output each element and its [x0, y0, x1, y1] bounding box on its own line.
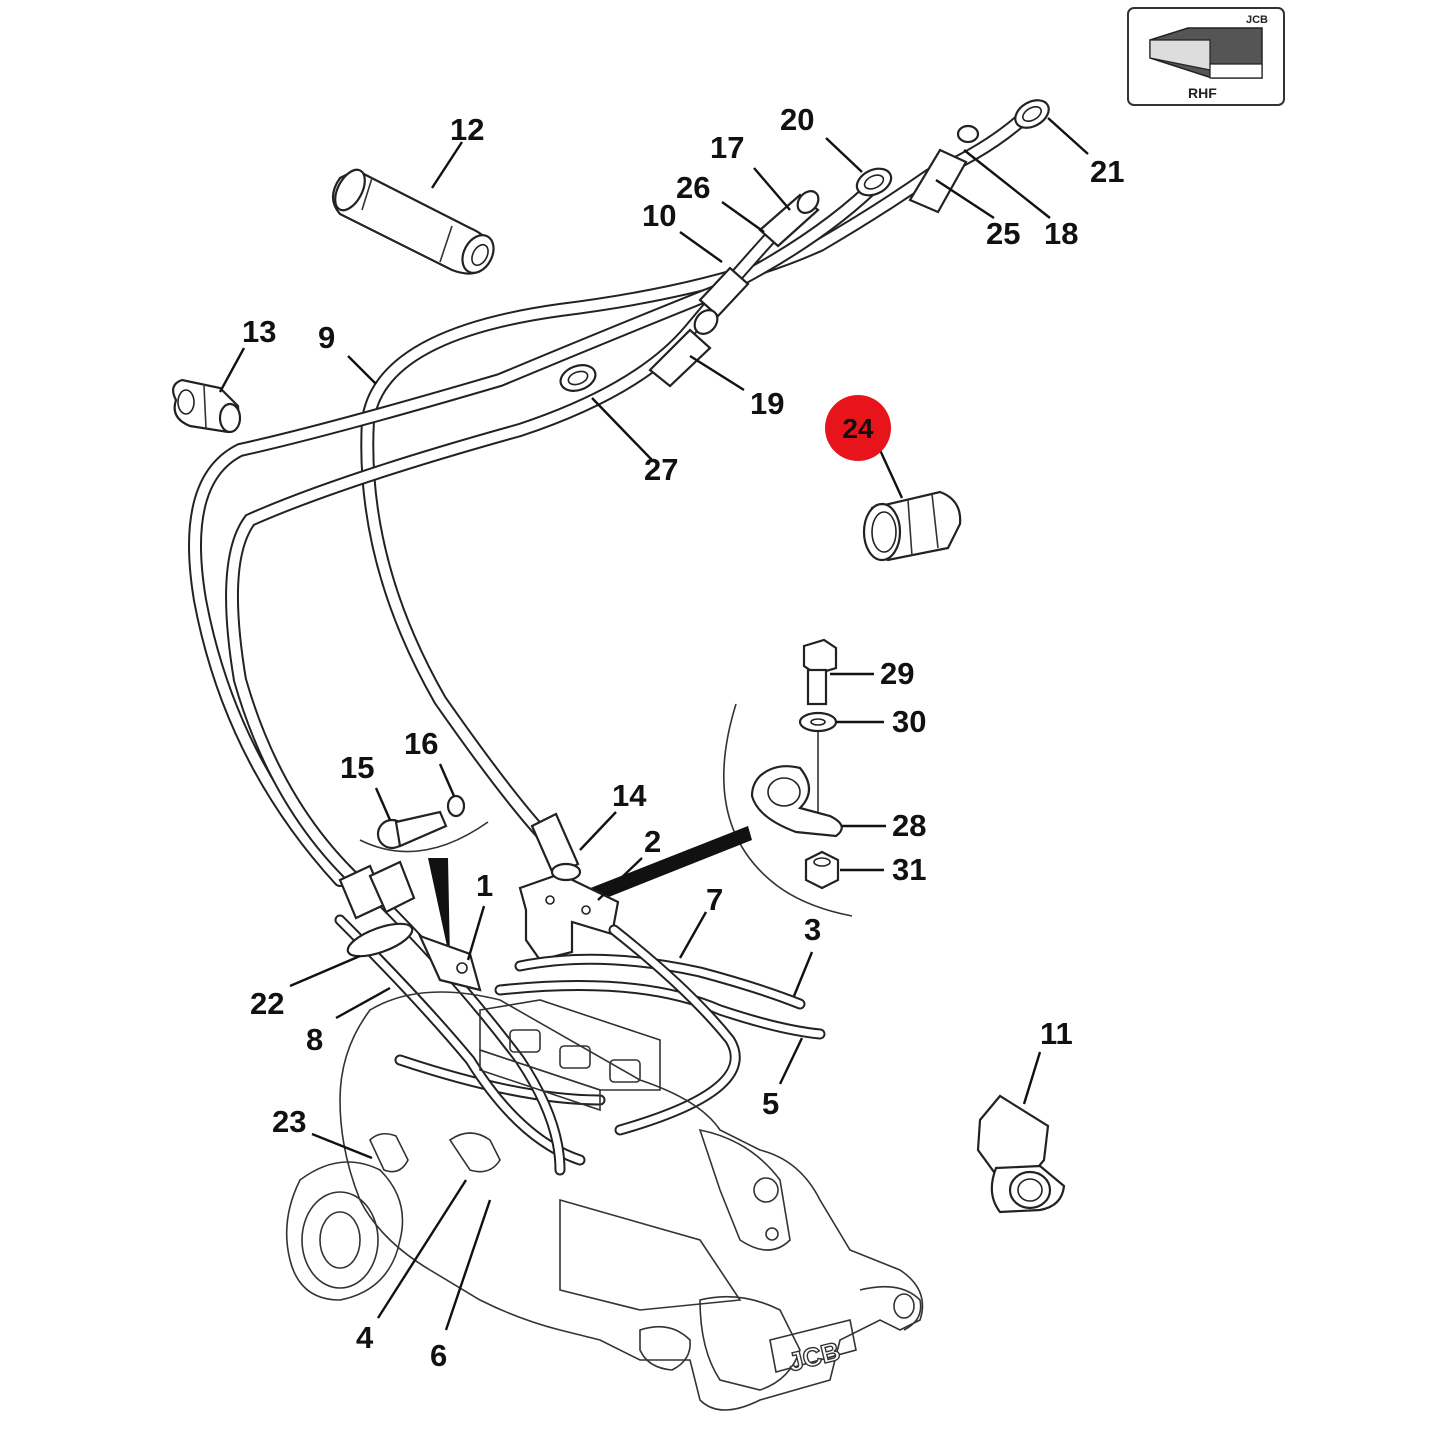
- callout-22: 22: [250, 986, 284, 1021]
- badge-label: RHF: [1188, 85, 1217, 101]
- callout-11: 11: [1040, 1016, 1073, 1051]
- callout-13: 13: [242, 314, 276, 349]
- callout-1: 1: [476, 868, 493, 903]
- hose-ends-left: [338, 860, 482, 992]
- detail-pointer-small: [428, 858, 450, 960]
- callout-17: 17: [710, 130, 744, 165]
- machine-arrow-icon: [1149, 27, 1263, 79]
- callout-16: 16: [404, 726, 438, 761]
- callout-15: 15: [340, 750, 374, 785]
- brand-logo: JCB: [785, 1336, 843, 1378]
- part-30-washer: [798, 711, 838, 733]
- callout-20: 20: [780, 102, 814, 137]
- callout-9: 9: [318, 320, 335, 355]
- part-13-adapter: [171, 378, 242, 434]
- part-2-bracket: [518, 872, 620, 962]
- part-11-sensor: [976, 1094, 1066, 1214]
- callout-8: 8: [306, 1022, 323, 1057]
- callout-5: 5: [762, 1086, 779, 1121]
- orientation-badge: JCB RHF: [1127, 7, 1285, 106]
- callout-26: 26: [676, 170, 710, 205]
- highlight-marker: [825, 395, 891, 461]
- part-14-fitting: [530, 812, 582, 882]
- part-28-clamp: [750, 765, 843, 838]
- callout-27: 27: [644, 452, 678, 487]
- part-31-nut: [804, 850, 840, 890]
- callout-24: 24: [842, 413, 874, 444]
- badge-logo: JCB: [1246, 14, 1268, 26]
- hose-assembly-lower: [334, 894, 826, 1176]
- callout-25: 25: [986, 216, 1020, 251]
- callout-14: 14: [612, 778, 647, 813]
- part-15-bolt: [376, 810, 448, 850]
- part-16-washer: [446, 794, 466, 818]
- detail-arc-small: [359, 821, 489, 853]
- transmission-housing: [285, 991, 924, 1411]
- callout-2: 2: [644, 824, 661, 859]
- callout-3: 3: [804, 912, 821, 947]
- callout-21: 21: [1090, 154, 1124, 189]
- brand-plate: JCB: [769, 1319, 857, 1378]
- callout-18: 18: [1044, 216, 1078, 251]
- callout-19: 19: [750, 386, 784, 421]
- callout-12: 12: [450, 112, 484, 147]
- part-12-fitting: [331, 168, 495, 275]
- detail-arc: [722, 703, 853, 917]
- callout-4: 4: [356, 1320, 374, 1355]
- callout-23: 23: [272, 1104, 306, 1139]
- callout-10: 10: [642, 198, 676, 233]
- callout-6: 6: [430, 1338, 447, 1373]
- callout-31: 31: [892, 852, 926, 887]
- callout-29: 29: [880, 656, 914, 691]
- part-24-adapter: [862, 490, 962, 562]
- callout-28: 28: [892, 808, 926, 843]
- callout-7: 7: [706, 882, 723, 917]
- part-29-bolt: [802, 638, 838, 706]
- callout-30: 30: [892, 704, 926, 739]
